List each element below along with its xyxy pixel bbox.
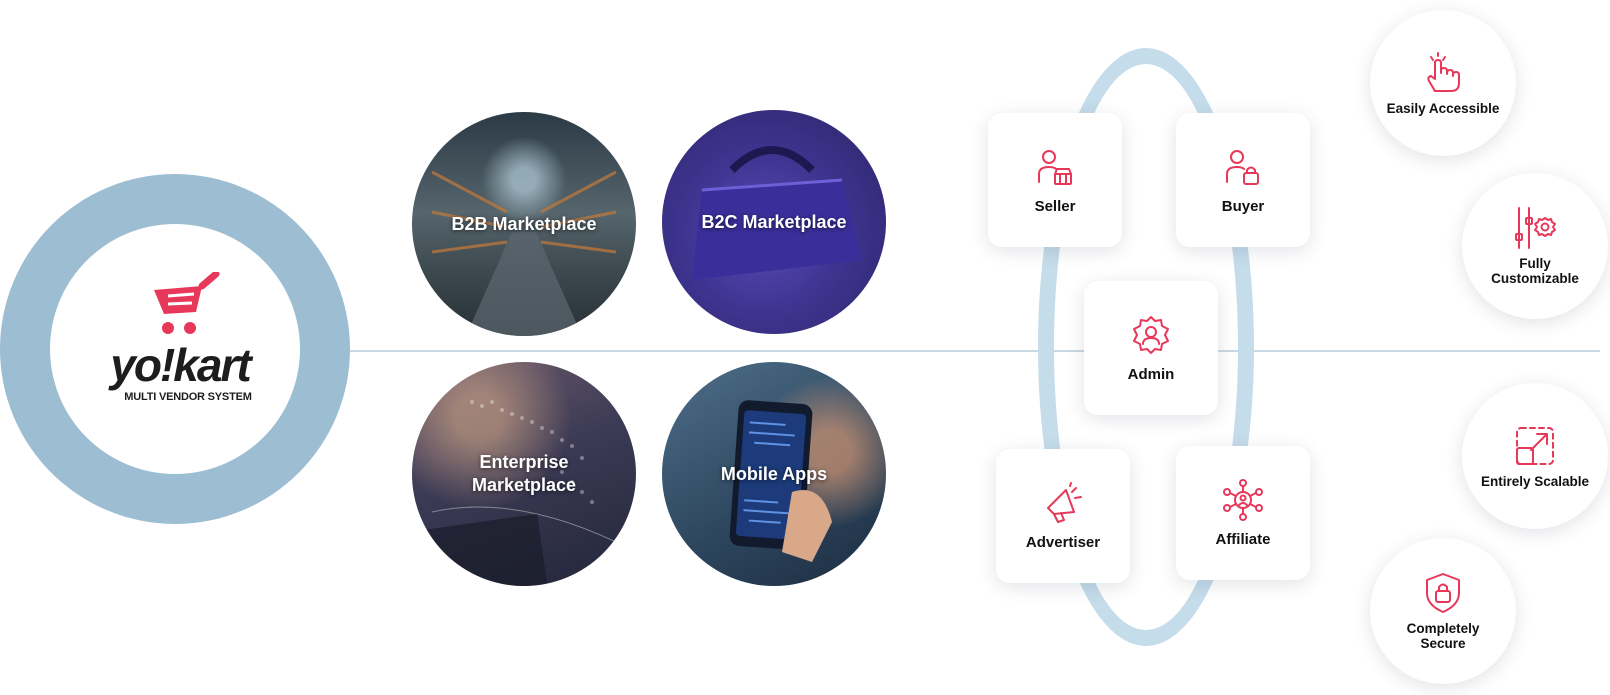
feature-label-entirely-scalable: Entirely Scalable	[1480, 473, 1590, 489]
seller-icon	[1038, 149, 1072, 185]
role-card-seller[interactable]: Seller	[988, 113, 1122, 247]
feature-label-fully-customizable: Fully Customizable	[1491, 256, 1579, 286]
phone-image	[729, 400, 832, 562]
logo-ring	[0, 174, 350, 524]
feature-easily-accessible[interactable]: Easily Accessible	[1370, 10, 1516, 156]
role-label-admin: Admin	[1127, 365, 1175, 383]
sliders-gear-icon	[1515, 207, 1556, 249]
expand-icon	[1516, 426, 1554, 465]
network-icon	[1223, 478, 1263, 521]
role-label-affiliate: Affiliate	[1215, 530, 1271, 548]
connector-line	[330, 350, 1600, 352]
role-card-affiliate[interactable]: Affiliate	[1176, 446, 1310, 580]
b2b-marketplace-circle[interactable]: B2B Marketplace	[412, 112, 636, 336]
megaphone-icon	[1047, 481, 1082, 523]
handbag-image	[692, 146, 862, 280]
mobile-apps-label: Mobile Apps	[720, 463, 828, 484]
b2b-marketplace-label: B2B Marketplace	[451, 213, 597, 234]
warehouse-image	[431, 170, 617, 336]
feature-entirely-scalable[interactable]: Entirely Scalable	[1462, 383, 1608, 529]
role-card-buyer[interactable]: Buyer	[1176, 113, 1310, 247]
b2c-marketplace-circle[interactable]: B2C Marketplace	[662, 110, 886, 334]
logo-wordmark: yo!kart	[110, 339, 251, 391]
feature-label-easily-accessible: Easily Accessible	[1386, 100, 1500, 116]
role-card-advertiser[interactable]: Advertiser	[996, 449, 1130, 583]
feature-completely-secure[interactable]: Completely Secure	[1370, 538, 1516, 684]
world-map-image	[418, 400, 636, 586]
gear-icon	[1133, 315, 1169, 354]
mobile-apps-circle[interactable]: Mobile Apps	[662, 362, 886, 586]
role-label-advertiser: Advertiser	[1025, 533, 1101, 551]
shield-lock-icon	[1426, 573, 1460, 613]
buyer-icon	[1226, 149, 1259, 185]
role-card-admin[interactable]: Admin	[1084, 281, 1218, 415]
role-label-buyer: Buyer	[1221, 197, 1265, 215]
enterprise-marketplace-label: Enterprise Marketplace	[471, 452, 577, 495]
b2c-marketplace-label: B2C Marketplace	[701, 211, 847, 232]
logo-ring-inner	[50, 224, 300, 474]
cart-logo-icon	[154, 272, 220, 334]
feature-label-completely-secure: Completely Secure	[1406, 621, 1480, 651]
feature-fully-customizable[interactable]: Fully Customizable	[1462, 173, 1608, 319]
role-label-seller: Seller	[1034, 197, 1076, 215]
enterprise-marketplace-circle[interactable]: Enterprise Marketplace	[412, 362, 636, 586]
logo-tagline: MULTI VENDOR SYSTEM	[124, 391, 252, 403]
hand-tap-icon	[1427, 51, 1460, 92]
